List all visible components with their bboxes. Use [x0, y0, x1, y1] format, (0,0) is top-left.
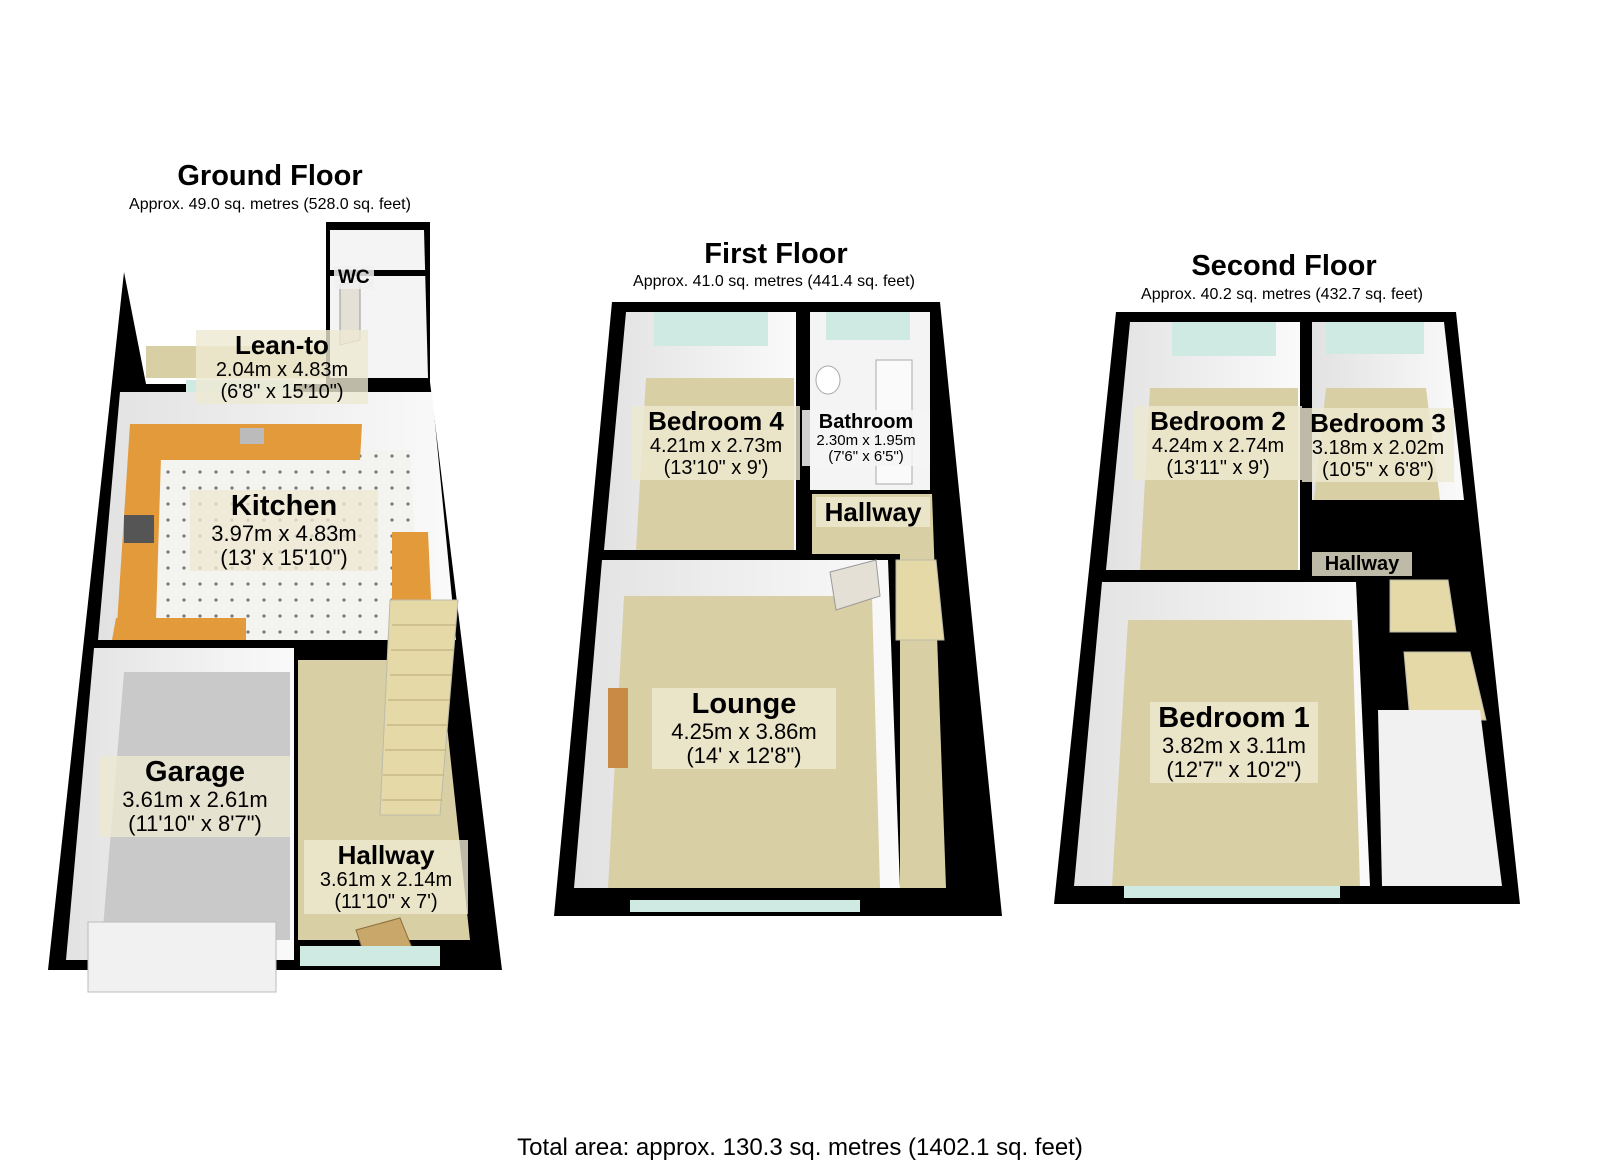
- room-metric: 3.18m x 2.02m: [1311, 437, 1445, 459]
- garage-door: [87, 921, 277, 993]
- hall-window: [300, 946, 440, 966]
- room-name: Bedroom 4: [648, 406, 784, 436]
- room-metric: 3.97m x 4.83m: [211, 521, 357, 546]
- bathroom-window: [826, 312, 910, 340]
- room-label-ground-hallway: Hallway 3.61m x 2.14m (11'10" x 7'): [304, 840, 468, 914]
- room-metric: 4.24m x 2.74m: [1151, 435, 1285, 457]
- first-floor-title: First Floor: [704, 238, 848, 270]
- hob: [124, 515, 154, 543]
- ground-stair-treads: [382, 624, 456, 801]
- room-name: Hallway: [824, 497, 922, 527]
- total-area: Total area: approx. 130.3 sq. metres (14…: [517, 1134, 1083, 1161]
- ground-stairs: [379, 599, 459, 816]
- kitchen-worktop-right: [392, 532, 432, 620]
- bedroom2-window: [1172, 322, 1276, 356]
- room-label-bedroom-2: Bedroom 2 4.24m x 2.74m (13'11" x 9'): [1134, 406, 1302, 480]
- lounge-door: [829, 559, 881, 611]
- room-label-bathroom: Bathroom 2.30m x 1.95m (7'6" x 6'5"): [802, 410, 930, 466]
- second-stairs-lower: [1403, 651, 1487, 721]
- room-metric: 2.30m x 1.95m: [816, 432, 916, 449]
- room-imperial: (13'10" x 9'): [663, 457, 769, 479]
- second-floor-plan: [1054, 312, 1520, 904]
- room-metric: 2.04m x 4.83m: [215, 359, 349, 381]
- lounge-fireplace: [608, 688, 628, 768]
- room-name: Lean-to: [235, 330, 329, 360]
- second-stairs-upper: [1389, 579, 1457, 633]
- first-stairs: [895, 559, 945, 641]
- room-label-wc: WC: [334, 266, 374, 289]
- room-label-garage: Garage 3.61m x 2.61m (11'10" x 8'7"): [100, 756, 290, 837]
- room-name: Bedroom 1: [1158, 702, 1310, 734]
- room-name: Bathroom: [818, 411, 914, 433]
- room-name: Garage: [145, 756, 245, 788]
- room-label-lounge: Lounge 4.25m x 3.86m (14' x 12'8"): [652, 688, 836, 769]
- room-metric: 3.61m x 2.61m: [122, 787, 268, 812]
- wc-inner-wall: [330, 270, 428, 276]
- room-imperial: (14' x 12'8"): [686, 743, 802, 768]
- room-label-first-hallway: Hallway: [816, 497, 930, 527]
- room-name: Hallway: [1324, 553, 1400, 575]
- lounge-window: [630, 900, 860, 912]
- room-imperial: (12'7" x 10'2"): [1166, 757, 1302, 782]
- bedroom4-window: [654, 312, 768, 346]
- room-label-second-hallway: Hallway: [1312, 552, 1412, 576]
- room-label-kitchen: Kitchen 3.97m x 4.83m (13' x 15'10"): [190, 490, 378, 571]
- room-imperial: (10'5" x 6'8"): [1322, 459, 1434, 481]
- toilet: [815, 365, 841, 395]
- room-name: Hallway: [337, 840, 435, 870]
- room-label-lean-to: Lean-to 2.04m x 4.83m (6'8" x 15'10"): [196, 330, 368, 404]
- room-name: Bedroom 3: [1310, 408, 1446, 438]
- first-floor-plan: [554, 302, 1002, 916]
- room-imperial: (11'10" x 8'7"): [128, 811, 262, 836]
- room-label-bedroom-1: Bedroom 1 3.82m x 3.11m (12'7" x 10'2"): [1150, 702, 1318, 783]
- room-imperial: (13' x 15'10"): [220, 545, 348, 570]
- bedroom1-window: [1124, 886, 1340, 898]
- room-label-bedroom-3: Bedroom 3 3.18m x 2.02m (10'5" x 6'8"): [1302, 408, 1454, 482]
- second-floor-area: Approx. 40.2 sq. metres (432.7 sq. feet): [1141, 286, 1423, 303]
- ground-floor-title: Ground Floor: [177, 160, 363, 192]
- room-name: Bedroom 2: [1150, 406, 1286, 436]
- room-metric: 3.82m x 3.11m: [1162, 733, 1306, 758]
- room-imperial: (13'11" x 9'): [1166, 457, 1270, 479]
- ground-floor-area: Approx. 49.0 sq. metres (528.0 sq. feet): [129, 196, 411, 213]
- sink: [240, 428, 264, 444]
- second-floor-title: Second Floor: [1191, 250, 1377, 282]
- room-name: Lounge: [691, 688, 797, 720]
- room-label-bedroom-4: Bedroom 4 4.21m x 2.73m (13'10" x 9'): [632, 406, 800, 480]
- kitchen-worktop-bottom: [112, 618, 246, 640]
- bedroom3-window: [1326, 322, 1424, 354]
- room-name: WC: [338, 267, 370, 288]
- room-metric: 4.25m x 3.86m: [671, 719, 817, 744]
- room-imperial: (11'10" x 7'): [334, 891, 438, 913]
- room-name: Kitchen: [230, 490, 338, 522]
- storage-floor: [1378, 710, 1502, 886]
- room-imperial: (6'8" x 15'10"): [220, 381, 344, 403]
- room-metric: 4.21m x 2.73m: [649, 435, 783, 457]
- room-imperial: (7'6" x 6'5"): [828, 448, 904, 465]
- room-metric: 3.61m x 2.14m: [319, 869, 453, 891]
- first-floor-area: Approx. 41.0 sq. metres (441.4 sq. feet): [633, 273, 915, 290]
